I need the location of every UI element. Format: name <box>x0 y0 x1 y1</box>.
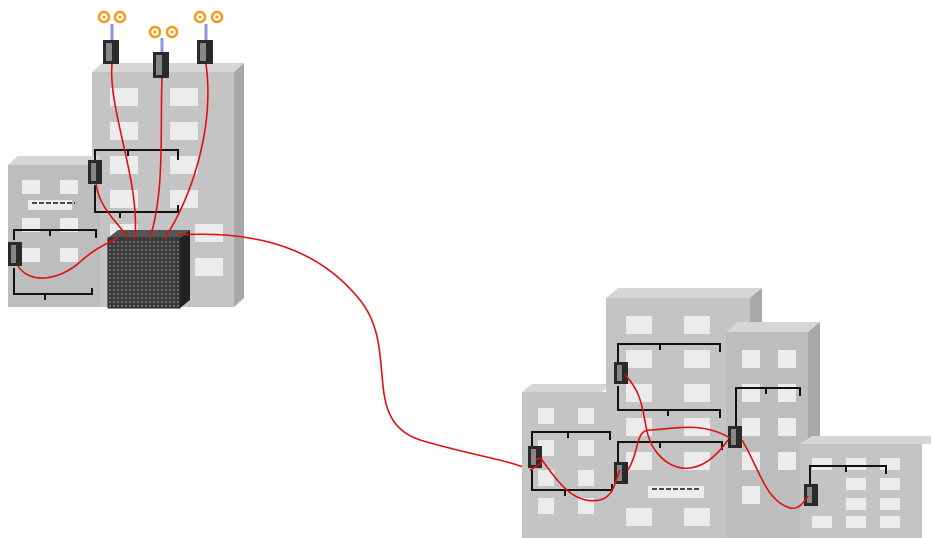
branch-switch-2 <box>614 343 721 418</box>
branch-left-block <box>522 384 612 538</box>
branch-cabling <box>529 374 809 510</box>
access-point-2 <box>148 25 179 78</box>
wireless-signal-icon <box>193 10 224 24</box>
branch-switch-5 <box>804 465 887 506</box>
core-switch <box>107 230 190 309</box>
access-point-1 <box>97 10 127 64</box>
hq-tower-windows <box>110 88 223 276</box>
hq-floor-switch-1 <box>88 149 179 218</box>
hq-floor-switch-2 <box>8 229 97 300</box>
hq-low-wing <box>8 156 100 307</box>
wireless-signal-icon <box>97 10 127 24</box>
hq-cabling <box>17 63 531 471</box>
branch-building <box>522 288 931 538</box>
wireless-signal-icon <box>148 25 179 39</box>
branch-switch-1 <box>528 431 613 496</box>
branch-far-right-block <box>800 436 931 538</box>
access-point-3 <box>193 10 224 64</box>
branch-switch-4 <box>728 387 801 448</box>
